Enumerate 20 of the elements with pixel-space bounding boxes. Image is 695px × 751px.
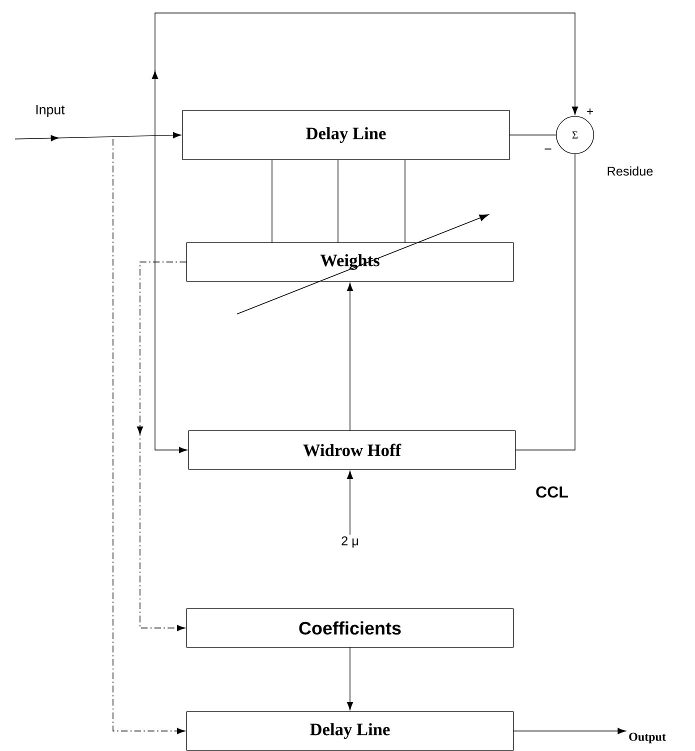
arrow [346, 470, 354, 536]
sign-label: − [544, 148, 552, 150]
signal-label: Residue [608, 166, 653, 176]
process-box: Coefficients [186, 608, 514, 648]
arrow [154, 138, 188, 454]
process-box: Delay Line [186, 711, 514, 751]
arrow [346, 282, 354, 431]
arrow [513, 728, 626, 734]
process-box: Delay Line [182, 110, 510, 160]
block-label: CCL [536, 486, 568, 498]
summing-junction: Σ [556, 116, 594, 154]
arrow [152, 12, 578, 140]
arrow [14, 132, 182, 142]
process-box: Widrow Hoff [188, 430, 516, 470]
arrow [136, 262, 187, 632]
signal-label: 2 μ [342, 536, 358, 548]
signal-label: Output [629, 732, 666, 744]
arrow [112, 138, 186, 734]
arrow [346, 647, 354, 710]
signal-label: Input [36, 105, 65, 117]
